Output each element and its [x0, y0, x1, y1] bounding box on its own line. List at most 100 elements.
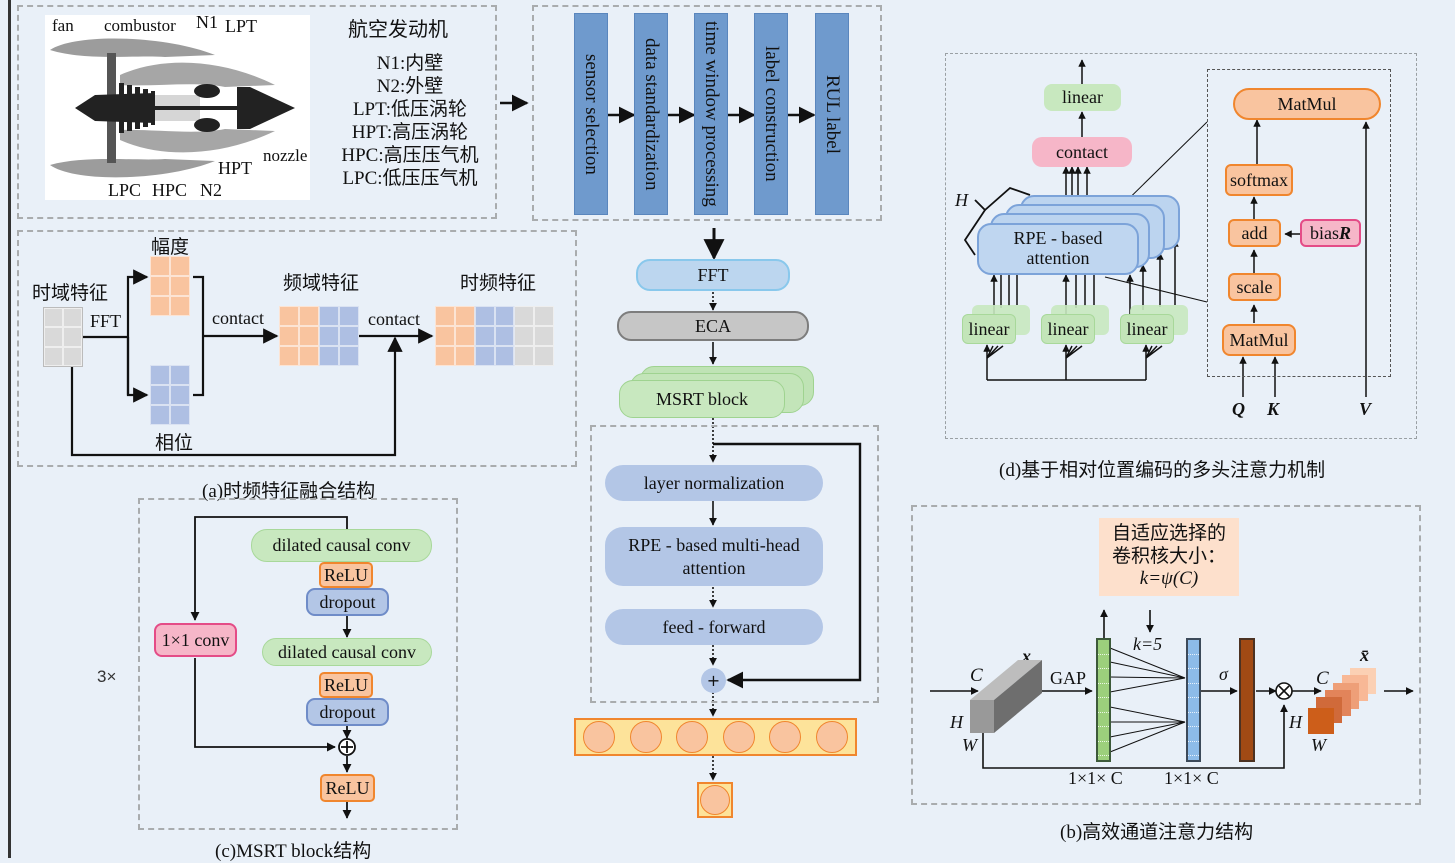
- dense-node: [676, 721, 709, 753]
- output-slice-front: [1308, 708, 1334, 734]
- amplitude-label: 幅度: [151, 237, 190, 258]
- linear-k: linear: [1041, 314, 1095, 344]
- w-label-out: W: [1311, 735, 1326, 755]
- layer-norm-block: layer normalization: [605, 465, 823, 501]
- relu-1: ReLU: [319, 562, 373, 588]
- repeat-label: 3×: [97, 667, 117, 686]
- c-label-out: C: [1316, 668, 1329, 689]
- attention-label-1: RPE - based multi-head: [628, 535, 800, 555]
- v-label: V: [1359, 399, 1372, 419]
- step-label: time window processing: [701, 21, 722, 207]
- panel-c-caption: (c)MSRT block结构: [215, 841, 372, 862]
- skip-conv: 1×1 conv: [154, 623, 237, 657]
- dilated-conv-1: dilated causal conv: [251, 529, 432, 562]
- engine-title: 航空发动机: [348, 19, 448, 41]
- sigma-label: σ: [1219, 664, 1228, 684]
- attention-head-1: RPE - based attention: [977, 223, 1139, 275]
- engine-legend: N1:内壁 N2:外壁 LPT:低压涡轮 HPT:高压涡轮 HPC:高压压气机 …: [325, 52, 495, 190]
- step-label: sensor selection: [581, 53, 602, 175]
- legend-lpt: LPT:低压涡轮: [352, 99, 468, 120]
- gap-label: GAP: [1050, 668, 1087, 688]
- kernel-size-note: 自适应选择的 卷积核大小： k=ψ(C): [1099, 518, 1239, 596]
- channel-cell: [1188, 640, 1199, 655]
- dim-label-1: 1×1× C: [1068, 768, 1123, 788]
- scale-block: scale: [1228, 273, 1281, 301]
- c-label-in: C: [970, 665, 983, 686]
- channel-cell: [1188, 669, 1199, 684]
- transformer-panel: [590, 425, 879, 703]
- engine-panel: [17, 5, 497, 219]
- label-hpc: HPC: [152, 180, 188, 200]
- preprocessing-panel: [532, 5, 882, 221]
- step-label-construction: label construction: [754, 13, 788, 215]
- label-nozzle: nozzle: [263, 146, 308, 165]
- phase-label: 相位: [155, 433, 194, 454]
- label-hpt: HPT: [218, 158, 253, 178]
- k-label: K: [1267, 399, 1280, 419]
- attention-block: RPE - based multi-head attention: [605, 527, 823, 586]
- time-feature-grid: [43, 307, 83, 367]
- q-label: Q: [1232, 399, 1245, 419]
- page-left-rule: [8, 0, 11, 858]
- panel-a: [17, 230, 577, 467]
- attention-head-label-1: RPE - based: [1013, 228, 1103, 249]
- heads-label: H: [955, 190, 968, 210]
- bias-label: bias: [1309, 222, 1339, 243]
- contact-label-2: contact: [368, 309, 420, 329]
- note-line-3: k=ψ(C): [1139, 568, 1199, 590]
- channel-cell: [1098, 655, 1109, 669]
- note-line-2: 卷积核大小：: [1111, 545, 1226, 567]
- panel-b-caption: (b)高效通道注意力结构: [1060, 822, 1254, 843]
- output-layer: [697, 782, 733, 818]
- channel-cell: [1098, 727, 1109, 742]
- dropout-1: dropout: [306, 588, 389, 616]
- attention-label-2: attention: [682, 557, 746, 578]
- freq-feature-grid: [279, 306, 359, 366]
- attention-head-label-2: attention: [1026, 248, 1090, 268]
- gap-vector: [1096, 638, 1111, 762]
- step-label: data standardization: [641, 37, 662, 191]
- channel-cell: [1098, 640, 1109, 655]
- dense-node: [583, 721, 616, 753]
- conv-vector: [1186, 638, 1201, 762]
- label-n1: N1: [196, 12, 218, 32]
- h-label-out: H: [1289, 712, 1302, 732]
- tf-feature-label: 时频特征: [460, 273, 537, 294]
- legend-lpc: LPC:低压压气机: [342, 168, 478, 189]
- panel-d-caption: (d)基于相对位置编码的多头注意力机制: [999, 460, 1326, 481]
- time-feature-label: 时域特征: [32, 283, 109, 304]
- legend-n1: N1:内壁: [376, 53, 444, 74]
- label-combustor: combustor: [104, 16, 176, 35]
- panel-a-caption: (a)时频特征融合结构: [202, 481, 376, 502]
- add-block: add: [1228, 219, 1281, 247]
- channel-cell: [1098, 742, 1109, 756]
- engine-image: [45, 15, 310, 200]
- phase-grid: [150, 365, 190, 425]
- bias-block: bias R: [1300, 219, 1361, 247]
- channel-cell: [1188, 713, 1199, 727]
- x-bar-label: x̄: [1360, 645, 1369, 665]
- h-label-in: H: [950, 712, 963, 732]
- channel-cell: [1098, 713, 1109, 727]
- bias-symbol: R: [1338, 222, 1351, 243]
- dropout-2: dropout: [306, 698, 389, 726]
- label-lpc: LPC: [108, 180, 142, 200]
- channel-cell: [1098, 698, 1109, 713]
- legend-hpc: HPC:高压压气机: [341, 145, 479, 166]
- freq-feature-label: 频域特征: [283, 273, 360, 294]
- contact-label-1: contact: [212, 308, 264, 328]
- fft-block: FFT: [636, 259, 790, 291]
- legend-n2: N2:外壁: [376, 76, 444, 97]
- residual-add: +: [701, 668, 726, 693]
- tf-feature-grid: [435, 306, 554, 366]
- output-node: [700, 785, 730, 815]
- fft-label: FFT: [90, 311, 122, 331]
- step-sensor-selection: sensor selection: [574, 13, 608, 215]
- w-label-in: W: [962, 735, 977, 755]
- softmax-block: softmax: [1225, 164, 1293, 196]
- label-n2: N2: [200, 180, 222, 200]
- legend-hpt: HPT:高压涡轮: [351, 122, 469, 143]
- panel-d: [945, 53, 1417, 439]
